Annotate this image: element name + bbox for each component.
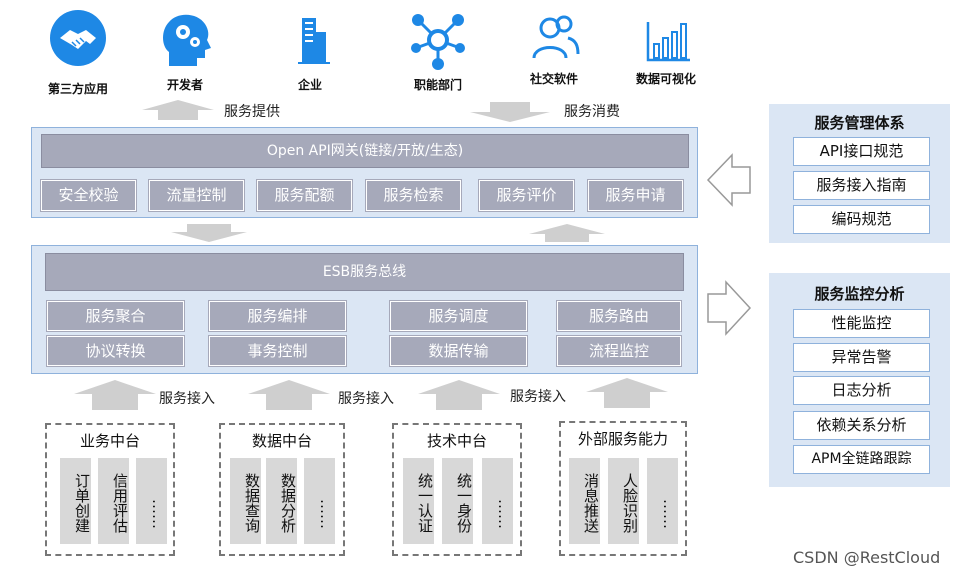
gateway-item-service-rating: 服务评价 <box>478 179 575 212</box>
platform-cell-face-recognition: 人脸识别 <box>608 458 639 544</box>
esb-title-bar: ESB服务总线 <box>45 253 684 291</box>
platform-cell-more: …… <box>304 458 335 544</box>
monitoring-item-log-analysis: 日志分析 <box>793 376 930 405</box>
service-access-label-3: 服务接入 <box>510 389 566 405</box>
service-provide-label: 服务提供 <box>224 104 280 120</box>
business-middle-platform: 业务中台 订单创建 信用评估 …… <box>45 423 175 556</box>
platform-cell-message-push: 消息推送 <box>569 458 600 544</box>
platform-cell-credit-eval: 信用评估 <box>98 458 129 544</box>
service-access-label-2: 服务接入 <box>338 391 394 407</box>
social-software-group: 社交软件 <box>514 8 594 96</box>
right-arrow-monitoring <box>707 280 752 336</box>
esb-item-process-monitoring: 流程监控 <box>556 335 682 367</box>
csdn-watermark: CSDN @RestCloud <box>793 548 941 567</box>
external-platform-title: 外部服务能力 <box>577 430 668 448</box>
esb-item-service-aggregation: 服务聚合 <box>46 300 185 332</box>
data-middle-platform: 数据中台 数据查询 数据分析 …… <box>219 423 345 556</box>
esb-bus-panel: ESB服务总线 服务聚合 服务编排 服务调度 服务路由 协议转换 事务控制 数据… <box>31 245 698 374</box>
platform-cell-data-query: 数据查询 <box>230 458 261 544</box>
developer-head-gears-icon <box>163 14 211 66</box>
up-arrow-provide <box>142 100 214 120</box>
developer-group: 开发者 <box>145 8 225 96</box>
data-visualization-group: 数据可视化 <box>626 8 706 96</box>
esb-item-data-transfer: 数据传输 <box>389 335 528 367</box>
gateway-item-service-search: 服务检索 <box>365 179 462 212</box>
management-item-api-spec: API接口规范 <box>793 137 930 166</box>
developer-label: 开发者 <box>166 78 203 92</box>
left-arrow-management <box>706 153 751 207</box>
up-arrow-access-3 <box>418 380 500 410</box>
handshake-icon <box>50 10 106 66</box>
gateway-item-security-check: 安全校验 <box>40 179 137 212</box>
data-platform-title: 数据中台 <box>251 432 312 450</box>
service-consume-label: 服务消费 <box>564 104 620 120</box>
esb-item-service-orchestration: 服务编排 <box>208 300 347 332</box>
service-access-label-1: 服务接入 <box>159 391 215 407</box>
platform-cell-order-create: 订单创建 <box>60 458 91 544</box>
platform-cell-more: …… <box>482 458 513 544</box>
enterprise-label: 企业 <box>297 78 322 92</box>
third-party-app-group: 第三方应用 <box>38 8 118 96</box>
esb-item-service-routing: 服务路由 <box>556 300 682 332</box>
down-arrow-gateway-esb <box>171 224 247 242</box>
monitoring-item-exception-alert: 异常告警 <box>793 343 930 372</box>
network-nodes-icon <box>411 14 465 70</box>
esb-item-service-scheduling: 服务调度 <box>389 300 528 332</box>
esb-item-protocol-conversion: 协议转换 <box>46 335 185 367</box>
service-management-panel: 服务管理体系 API接口规范 服务接入指南 编码规范 <box>769 104 950 243</box>
open-api-gateway-panel: Open API网关(链接/开放/生态) 安全校验 流量控制 服务配额 服务检索… <box>31 127 698 218</box>
up-arrow-access-1 <box>74 380 156 410</box>
third-party-app-label: 第三方应用 <box>47 82 108 96</box>
platform-cell-unified-identity: 统一身份 <box>442 458 473 544</box>
gateway-item-service-apply: 服务申请 <box>587 179 684 212</box>
building-icon <box>298 18 330 64</box>
management-item-access-guide: 服务接入指南 <box>793 171 930 200</box>
platform-cell-more: …… <box>647 458 678 544</box>
enterprise-group: 企业 <box>270 8 350 96</box>
monitoring-item-apm-tracing: APM全链路跟踪 <box>793 445 930 474</box>
external-service-platform: 外部服务能力 消息推送 人脸识别 …… <box>559 421 687 556</box>
department-label: 职能部门 <box>413 78 462 92</box>
management-item-coding-spec: 编码规范 <box>793 205 930 234</box>
gateway-item-traffic-control: 流量控制 <box>148 179 245 212</box>
management-title: 服务管理体系 <box>814 114 905 132</box>
gateway-title-bar: Open API网关(链接/开放/生态) <box>41 134 689 168</box>
platform-cell-more: …… <box>136 458 167 544</box>
monitoring-item-dependency: 依赖关系分析 <box>793 411 930 440</box>
up-arrow-access-4 <box>586 378 668 408</box>
department-group: 职能部门 <box>398 8 478 96</box>
gateway-item-service-quota: 服务配额 <box>256 179 353 212</box>
bar-chart-icon <box>646 22 690 62</box>
social-software-label: 社交软件 <box>529 72 578 86</box>
data-visualization-label: 数据可视化 <box>635 72 696 86</box>
monitoring-title: 服务监控分析 <box>814 285 905 303</box>
tech-platform-title: 技术中台 <box>426 432 487 450</box>
platform-cell-data-analysis: 数据分析 <box>266 458 297 544</box>
monitoring-item-performance: 性能监控 <box>793 309 930 338</box>
tech-middle-platform: 技术中台 统一认证 统一身份 …… <box>392 423 522 556</box>
up-arrow-access-2 <box>248 380 330 410</box>
service-monitoring-panel: 服务监控分析 性能监控 异常告警 日志分析 依赖关系分析 APM全链路跟踪 <box>769 273 950 487</box>
esb-item-transaction-control: 事务控制 <box>208 335 347 367</box>
business-platform-title: 业务中台 <box>79 432 140 450</box>
up-arrow-esb-gateway <box>529 224 605 242</box>
down-arrow-consume <box>470 102 550 122</box>
platform-cell-unified-auth: 统一认证 <box>403 458 434 544</box>
people-icon <box>532 15 580 59</box>
